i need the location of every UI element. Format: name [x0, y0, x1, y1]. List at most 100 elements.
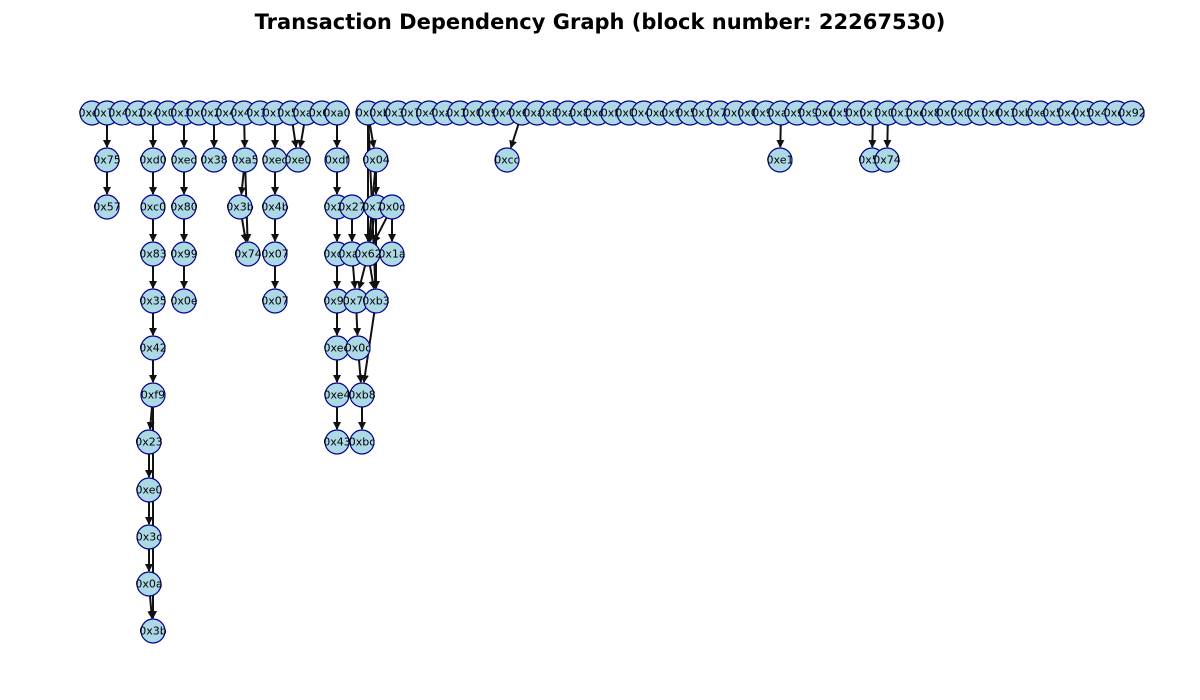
tx-node[interactable]: 0x0e [170, 288, 198, 314]
tx-node-circle [140, 382, 166, 408]
tx-node[interactable]: 0xb8 [348, 382, 376, 408]
tx-node[interactable]: 0x42 [139, 335, 167, 361]
tx-node[interactable]: 0x90 [323, 288, 351, 314]
tx-node[interactable]: 0xa5 [231, 147, 259, 173]
tx-node-circle [171, 241, 197, 267]
tx-node-label: 0xd0 [139, 154, 167, 167]
tx-node[interactable]: 0x4b [261, 194, 289, 220]
tx-node[interactable]: 0xf9 [140, 382, 166, 408]
tx-node-label: 0xe0 [285, 154, 312, 167]
tx-node-label: 0x38 [200, 154, 228, 167]
tx-node-label: 0x83 [139, 248, 167, 261]
tx-node[interactable]: 0x1a [378, 241, 406, 267]
tx-node-label: 0x0c [345, 342, 372, 355]
tx-node[interactable]: 0xe1 [767, 147, 794, 173]
edge-line [356, 359, 365, 384]
tx-node[interactable]: 0x35 [139, 288, 167, 314]
tx-node-circle [136, 571, 162, 597]
tx-node[interactable]: 0x57 [93, 194, 121, 220]
tx-node-label: 0x42 [139, 342, 167, 355]
tx-node[interactable]: 0x75 [93, 147, 121, 173]
tx-node-label: 0x23 [135, 436, 163, 449]
tx-node[interactable]: 0xed [262, 147, 289, 173]
tx-node[interactable]: 0x3b [139, 618, 167, 644]
tx-node[interactable]: 0xbc [349, 429, 376, 455]
tx-node[interactable]: 0xd0 [139, 147, 167, 173]
tx-node-circle [494, 147, 520, 173]
tx-node[interactable]: 0x0c [379, 194, 406, 220]
tx-node-label: 0xbc [349, 436, 376, 449]
tx-node-circle [227, 194, 253, 220]
tx-node-label: 0x35 [139, 295, 167, 308]
tx-node-label: 0x0e [170, 295, 198, 308]
tx-node-circle [140, 147, 166, 173]
tx-node-circle [874, 147, 900, 173]
tx-node[interactable]: 0x38 [200, 147, 228, 173]
tx-node-circle [363, 288, 389, 314]
tx-node[interactable]: 0x04 [362, 147, 390, 173]
tx-node[interactable]: 0x43 [323, 429, 351, 455]
tx-node-label: 0x0a [135, 578, 162, 591]
tx-node[interactable]: 0x99 [170, 241, 198, 267]
tx-node[interactable]: 0xe0 [285, 147, 312, 173]
tx-node-label: 0x3c [136, 531, 163, 544]
tx-node[interactable]: 0xed [171, 147, 198, 173]
dependency-edge [291, 124, 300, 149]
tx-node[interactable]: 0xb3 [362, 288, 390, 314]
dependency-edge [356, 359, 365, 384]
tx-node-label: 0x74 [873, 154, 901, 167]
dependency-edge [240, 218, 249, 243]
tx-node-circle [94, 147, 120, 173]
tx-node-label: 0x62 [354, 248, 382, 261]
tx-node-label: 0xf9 [141, 389, 165, 402]
tx-node[interactable]: 0xe4 [324, 382, 351, 408]
tx-node[interactable]: 0x0a [135, 571, 163, 597]
tx-node-label: 0xc0 [140, 201, 166, 214]
tx-node-label: 0xed [324, 342, 351, 355]
tx-node[interactable]: 0xc0 [140, 194, 166, 220]
dependency-edge [297, 124, 306, 149]
tx-node[interactable]: 0x07 [261, 288, 289, 314]
tx-node[interactable]: 0x62 [354, 241, 382, 267]
edge-layer [103, 124, 892, 620]
tx-node[interactable]: 0xe0 [136, 477, 163, 503]
tx-node[interactable]: 0x83 [139, 241, 167, 267]
tx-node[interactable]: 0x3b [226, 194, 254, 220]
tx-node-circle [1119, 100, 1145, 126]
tx-node-circle [136, 477, 162, 503]
tx-node[interactable]: 0x07 [261, 241, 289, 267]
tx-node[interactable]: 0xcc [494, 147, 520, 173]
edge-line [146, 406, 155, 431]
tx-node[interactable]: 0x23 [135, 429, 163, 455]
tx-node[interactable]: 0x74 [234, 241, 262, 267]
edge-line [297, 124, 306, 149]
tx-node-circle [262, 241, 288, 267]
tx-node-circle [262, 194, 288, 220]
tx-node-circle [171, 147, 197, 173]
edge-line [368, 265, 377, 290]
tx-node-label: 0x7c [343, 295, 370, 308]
tx-node[interactable]: 0x92 [1118, 100, 1146, 126]
tx-node[interactable]: 0xdf [324, 147, 350, 173]
tx-node-circle [324, 147, 350, 173]
dependency-edge [368, 124, 377, 149]
tx-node[interactable]: 0x27 [338, 194, 366, 220]
tx-node-label: 0xe4 [324, 389, 351, 402]
edge-line [368, 124, 377, 149]
tx-node[interactable]: 0x80 [170, 194, 198, 220]
tx-node[interactable]: 0x0c [345, 335, 372, 361]
tx-node[interactable]: 0xa0 [323, 100, 351, 126]
tx-node[interactable]: 0x3c [136, 524, 163, 550]
dependency-edge [357, 265, 367, 290]
tx-node[interactable]: 0x74 [873, 147, 901, 173]
tx-node-circle [285, 147, 311, 173]
dependency-edge [368, 265, 377, 290]
edge-line [238, 171, 247, 196]
tx-node-label: 0xe0 [136, 484, 163, 497]
tx-node[interactable]: 0xed [324, 335, 351, 361]
dependency-edge [373, 217, 388, 244]
tx-node-label: 0x3b [139, 625, 167, 638]
tx-node-label: 0xcc [494, 154, 519, 167]
tx-node-label: 0xa0 [323, 107, 350, 120]
edge-line [509, 124, 520, 149]
